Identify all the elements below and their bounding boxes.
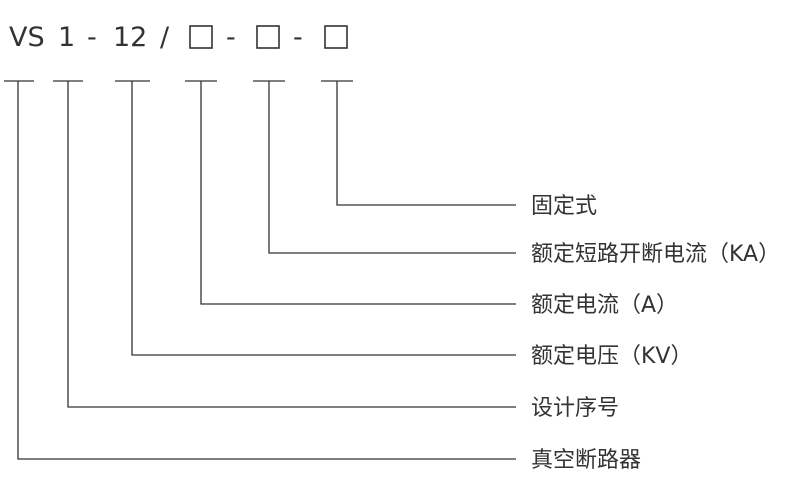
code-dash-3: -: [293, 22, 303, 53]
leader-rated-voltage: [131, 81, 516, 356]
code-series-number: 1: [58, 22, 75, 53]
placeholder-box-breaking-current: [256, 25, 280, 49]
label-rated-current: 额定电流（A）: [531, 293, 678, 318]
leader-mounting: [336, 81, 516, 206]
leader-design-number: [67, 81, 516, 408]
leader-lines: [17, 81, 516, 460]
code-series: VS: [9, 22, 45, 53]
leader-rated-current: [200, 81, 516, 305]
leader-vacuum-breaker: [17, 81, 516, 460]
label-vacuum-breaker: 真空断路器: [531, 448, 641, 473]
code-dash-1: -: [87, 22, 97, 53]
placeholder-box-current: [189, 25, 213, 49]
label-design-number: 设计序号: [531, 396, 619, 421]
code-voltage: 12: [113, 22, 147, 53]
code-slash: /: [160, 22, 170, 53]
label-breaking-current: 额定短路开断电流（KA）: [531, 242, 780, 267]
leader-breaking-current: [268, 81, 516, 254]
label-mounting: 固定式: [531, 194, 597, 219]
model-code: VS 1 - 12 / - -: [9, 22, 348, 53]
labels: 固定式 额定短路开断电流（KA） 额定电流（A） 额定电压（KV） 设计序号 真…: [531, 194, 780, 473]
label-rated-voltage: 额定电压（KV）: [531, 344, 692, 369]
placeholder-box-mounting: [324, 25, 348, 49]
code-dash-2: -: [226, 22, 236, 53]
